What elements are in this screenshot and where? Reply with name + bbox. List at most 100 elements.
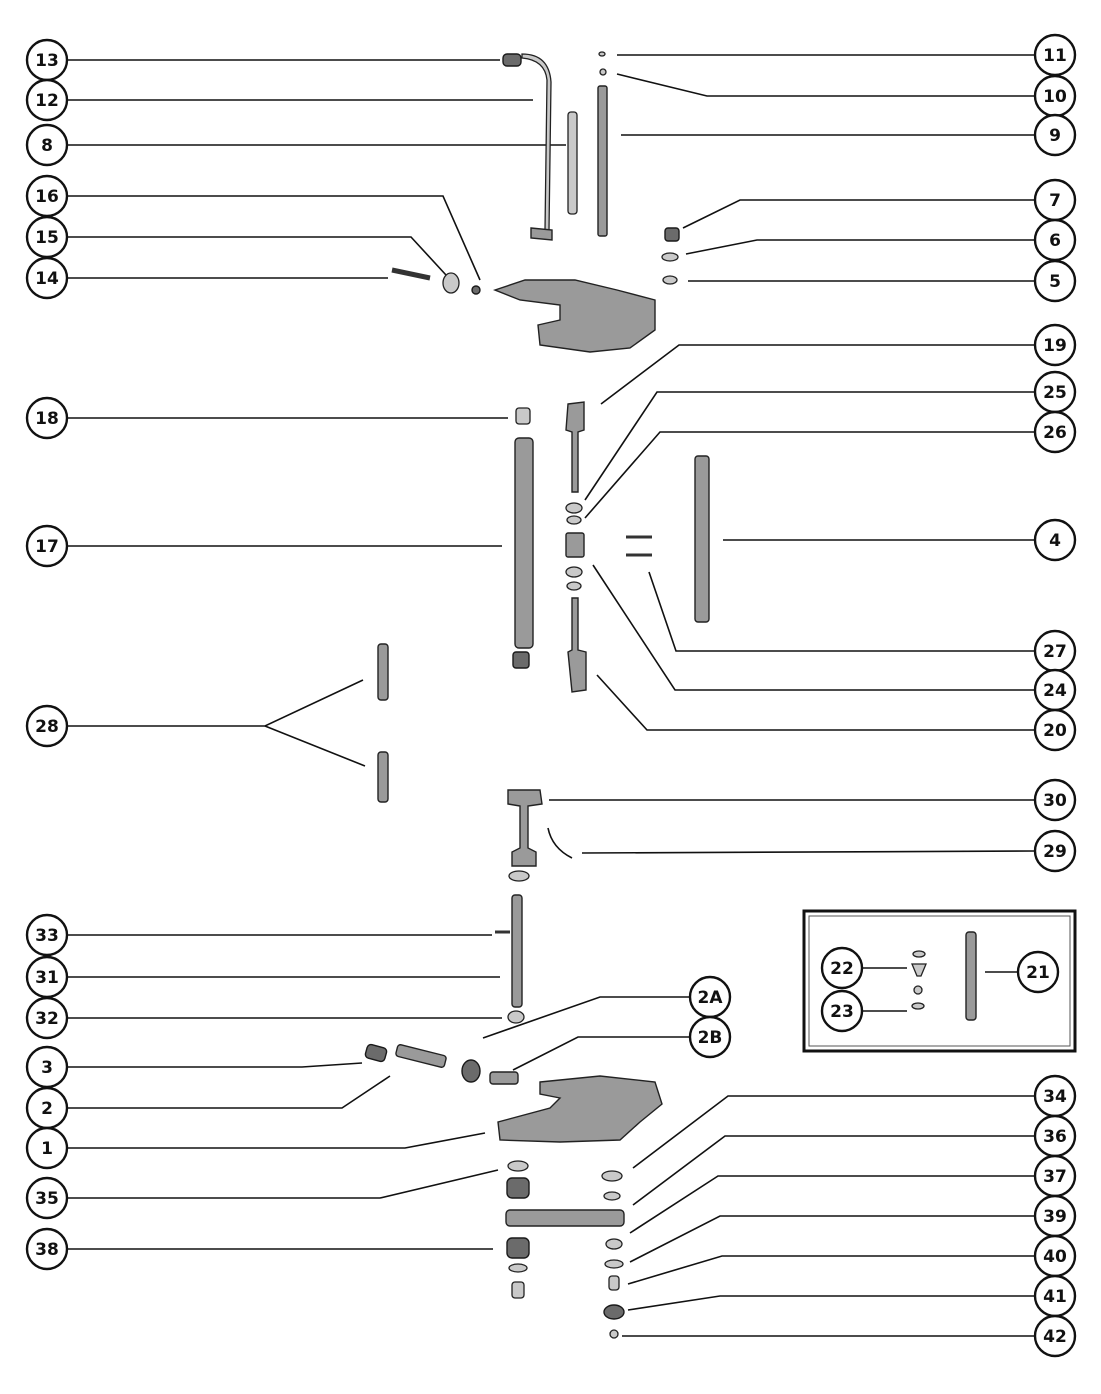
callout-label: 12 xyxy=(35,91,59,111)
part-35-bushing xyxy=(506,1177,530,1199)
part-16-nut xyxy=(471,285,481,295)
callout-label: 37 xyxy=(1043,1167,1067,1187)
part-41-cap xyxy=(603,1304,625,1320)
callout-circle xyxy=(688,1015,732,1059)
callout-label: 28 xyxy=(35,717,59,737)
part-swivel xyxy=(565,532,585,558)
part-29-clip xyxy=(547,827,573,859)
callout-circle xyxy=(25,524,69,568)
part-4-tube xyxy=(694,455,710,623)
part-12-rod xyxy=(521,53,552,231)
part-3-nut xyxy=(364,1043,388,1063)
callout-label: 10 xyxy=(1043,87,1067,107)
callout-32: 32 xyxy=(25,996,69,1040)
callout-label: 5 xyxy=(1049,272,1061,292)
part-17-nut xyxy=(512,651,530,669)
callout-label: 22 xyxy=(830,959,854,979)
callout-label: 34 xyxy=(1043,1087,1067,1107)
callout-label: 33 xyxy=(35,926,59,946)
callout-label: 29 xyxy=(1043,842,1067,862)
callout-circle xyxy=(25,123,69,167)
part-1-bracket xyxy=(497,1075,663,1143)
part-40-screw xyxy=(608,1275,620,1291)
callout-label: 23 xyxy=(830,1002,854,1022)
part-37-washer xyxy=(605,1238,623,1250)
callout-circle xyxy=(1033,410,1077,454)
callout-8: 8 xyxy=(25,123,69,167)
callout-label: 11 xyxy=(1043,46,1067,66)
callout-9: 9 xyxy=(1033,113,1077,157)
callout-6: 6 xyxy=(1033,218,1077,262)
callout-label: 20 xyxy=(1043,721,1067,741)
part-31-rod xyxy=(511,894,523,1008)
callout-label: 27 xyxy=(1043,642,1067,662)
callout-label: 30 xyxy=(1043,791,1067,811)
leader-lines xyxy=(67,54,1036,1337)
callout-label: 7 xyxy=(1049,191,1061,211)
callout-21: 21 xyxy=(1016,950,1060,994)
callout-2: 2 xyxy=(25,1086,69,1130)
part-30-washer xyxy=(508,870,530,882)
part-24-washer xyxy=(565,566,583,578)
callout-7: 7 xyxy=(1033,178,1077,222)
callout-14: 14 xyxy=(25,256,69,300)
callout-circle xyxy=(1033,113,1077,157)
callout-circle xyxy=(25,704,69,748)
callout-label: 1 xyxy=(41,1139,53,1159)
callout-label: 36 xyxy=(1043,1127,1067,1147)
callout-27: 27 xyxy=(1033,629,1077,673)
part-9-rod xyxy=(597,85,608,237)
callout-15: 15 xyxy=(25,215,69,259)
callout-label: 21 xyxy=(1026,963,1050,983)
part-14-bolt xyxy=(391,267,431,281)
callout-label: 2B xyxy=(698,1028,723,1048)
callout-12: 12 xyxy=(25,78,69,122)
inset-box xyxy=(802,909,1077,1053)
callout-38: 38 xyxy=(25,1227,69,1271)
callout-label: 6 xyxy=(1049,231,1061,251)
part-13-cap xyxy=(502,53,522,67)
callout-circle xyxy=(1033,1314,1077,1358)
callout-circle xyxy=(1033,518,1077,562)
part-24b-washer xyxy=(566,581,582,591)
callout-label: 2 xyxy=(41,1099,53,1119)
callout-20: 20 xyxy=(1033,708,1077,752)
callout-label: 35 xyxy=(35,1189,59,1209)
callout-label: 24 xyxy=(1043,681,1067,701)
part-38-bushing xyxy=(506,1237,530,1259)
part-28-pin-lower xyxy=(377,751,389,803)
part-23-washer xyxy=(911,1002,925,1010)
callouts: 1312816151418172833313232135381110976519… xyxy=(25,33,1077,1358)
callout-label: 39 xyxy=(1043,1207,1067,1227)
callout-33: 33 xyxy=(25,913,69,957)
callout-label: 25 xyxy=(1043,383,1067,403)
callout-19: 19 xyxy=(1033,323,1077,367)
callout-16: 16 xyxy=(25,174,69,218)
callout-label: 15 xyxy=(35,228,59,248)
part-17-shaft xyxy=(514,437,534,649)
callout-label: 8 xyxy=(41,136,53,156)
callout-circle xyxy=(1033,829,1077,873)
callout-label: 16 xyxy=(35,187,59,207)
part-38-washer xyxy=(508,1263,528,1273)
part-2b-bolt xyxy=(489,1071,519,1085)
callout-31: 31 xyxy=(25,955,69,999)
part-22-top xyxy=(912,950,926,958)
callout-label: 14 xyxy=(35,269,59,289)
part-35-washer xyxy=(507,1160,529,1172)
part-34-washer xyxy=(601,1170,623,1182)
callout-label: 3 xyxy=(41,1058,53,1078)
part-22-screw xyxy=(911,963,927,977)
part-26-washer xyxy=(566,515,582,525)
part-32-cap xyxy=(507,1010,525,1024)
callout-circle xyxy=(1033,323,1077,367)
callout-label: 32 xyxy=(35,1009,59,1029)
parts-drawings xyxy=(364,51,710,1339)
part-8-sleeve xyxy=(567,111,578,215)
part-28-pin-upper xyxy=(377,643,389,701)
callout-26: 26 xyxy=(1033,410,1077,454)
part-19-rod-end xyxy=(565,401,585,493)
part-11 xyxy=(598,51,606,57)
callout-29: 29 xyxy=(1033,829,1077,873)
callout-label: 31 xyxy=(35,968,59,988)
